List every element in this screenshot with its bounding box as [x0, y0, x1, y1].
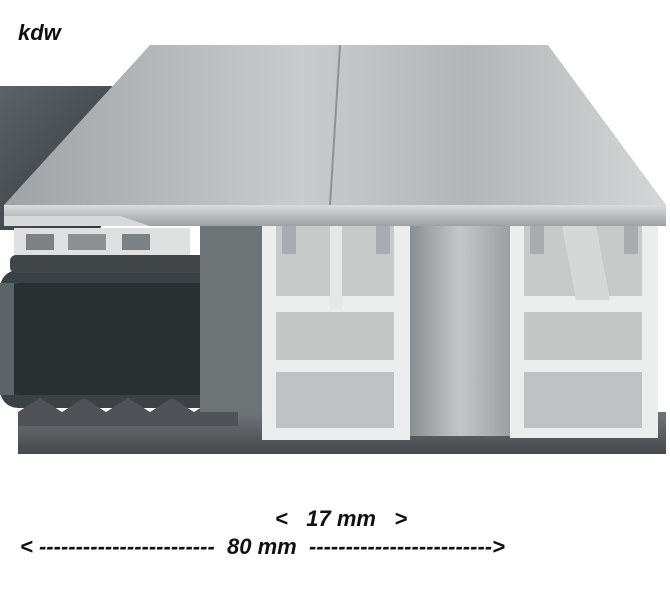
left-clip: [10, 228, 210, 273]
inner-dimension-label: < 17 mm >: [0, 480, 670, 532]
profile-illustration: [0, 44, 666, 454]
multiwall-profile-1: [262, 226, 410, 440]
cover-cap: [4, 44, 666, 226]
multiwall-profile-2: [510, 226, 658, 438]
inner-dimension-right-arrow: >: [394, 506, 408, 531]
left-gap: [200, 226, 262, 412]
overall-dimension-label: < ------------------------ 80 mm -------…: [20, 534, 505, 559]
inner-dimension-value: 17 mm: [306, 506, 376, 531]
inner-dimension-left-arrow: <: [275, 506, 288, 531]
center-gap: [410, 226, 510, 436]
brand-label: kdw: [18, 20, 61, 45]
